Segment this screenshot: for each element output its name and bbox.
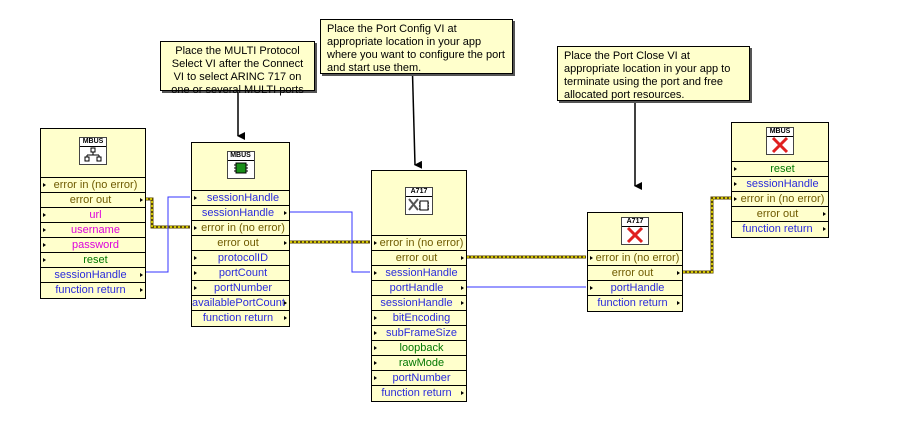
config-function-return[interactable]: function return [372, 386, 466, 401]
multi-session-handle-in[interactable]: sessionHandle [192, 191, 289, 206]
disconnect-error-in[interactable]: error in (no error) [732, 192, 828, 207]
note-port-config: Place the Port Config VI at appropriate … [320, 19, 513, 74]
note-multi-select: Place the MULTI Protocol Select VI after… [160, 41, 315, 96]
config-raw-mode[interactable]: rawMode [372, 356, 466, 371]
config-sub-frame-size[interactable]: subFrameSize [372, 326, 466, 341]
disconnect-session-handle[interactable]: sessionHandle [732, 177, 828, 192]
disconnect-error-out[interactable]: error out [732, 207, 828, 222]
config-error-out[interactable]: error out [372, 251, 466, 266]
config-session-handle-out[interactable]: sessionHandle [372, 296, 466, 311]
port-close-vi-header: A717 [588, 213, 682, 251]
connect-password[interactable]: password [41, 238, 145, 253]
multi-error-in[interactable]: error in (no error) [192, 221, 289, 236]
connect-error-in[interactable]: error in (no error) [41, 178, 145, 193]
config-error-in[interactable]: error in (no error) [372, 236, 466, 251]
port-config-vi[interactable]: A717 error in (no error) error out sessi… [371, 170, 467, 402]
session-wire-2 [290, 211, 370, 273]
connect-function-return[interactable]: function return [41, 283, 145, 298]
session-wire-1 [146, 196, 190, 273]
multi-session-handle-out[interactable]: sessionHandle [192, 206, 289, 221]
port-config-vi-header: A717 [372, 171, 466, 236]
note-port-close: Place the Port Close VI at appropriate l… [557, 46, 750, 101]
config-port-handle[interactable]: portHandle [372, 281, 466, 296]
multi-port-count[interactable]: portCount [192, 266, 289, 281]
disconnect-vi-header: MBUS [732, 123, 828, 162]
multi-select-vi-header: MBUS [192, 143, 289, 191]
multi-port-number[interactable]: portNumber [192, 281, 289, 296]
network-nodes-icon: MBUS [79, 137, 107, 165]
tools-chip-icon: A717 [405, 187, 433, 215]
multi-function-return[interactable]: function return [192, 311, 289, 326]
red-x-icon: A717 [621, 217, 649, 245]
close-error-out[interactable]: error out [588, 266, 682, 281]
error-wire-4 [683, 196, 731, 274]
config-port-number[interactable]: portNumber [372, 371, 466, 386]
green-chip-icon: MBUS [226, 151, 255, 179]
connect-vi-header: MBUS [41, 129, 145, 178]
red-x-icon: MBUS [766, 127, 794, 155]
config-session-handle-in[interactable]: sessionHandle [372, 266, 466, 281]
close-function-return[interactable]: function return [588, 296, 682, 311]
connect-error-out[interactable]: error out [41, 193, 145, 208]
config-bit-encoding[interactable]: bitEncoding [372, 311, 466, 326]
multi-select-vi[interactable]: MBUS sessionHandle sessionHandle error i… [191, 142, 290, 327]
multi-protocol-id[interactable]: protocolID [192, 251, 289, 266]
connect-reset[interactable]: reset [41, 253, 145, 268]
close-error-in[interactable]: error in (no error) [588, 251, 682, 266]
multi-available-port-count[interactable]: availablePortCount [192, 296, 289, 311]
multi-error-out[interactable]: error out [192, 236, 289, 251]
connect-url[interactable]: url [41, 208, 145, 223]
disconnect-vi[interactable]: MBUS reset sessionHandle error in (no er… [731, 122, 829, 238]
disconnect-function-return[interactable]: function return [732, 222, 828, 237]
disconnect-reset[interactable]: reset [732, 162, 828, 177]
config-loopback[interactable]: loopback [372, 341, 466, 356]
connect-session-handle[interactable]: sessionHandle [41, 268, 145, 283]
error-wire-1 [146, 197, 190, 229]
port-close-vi[interactable]: A717 error in (no error) error out portH… [587, 212, 683, 312]
connect-vi[interactable]: MBUS error in (no error) error out url u… [40, 128, 146, 299]
close-port-handle[interactable]: portHandle [588, 281, 682, 296]
connect-username[interactable]: username [41, 223, 145, 238]
